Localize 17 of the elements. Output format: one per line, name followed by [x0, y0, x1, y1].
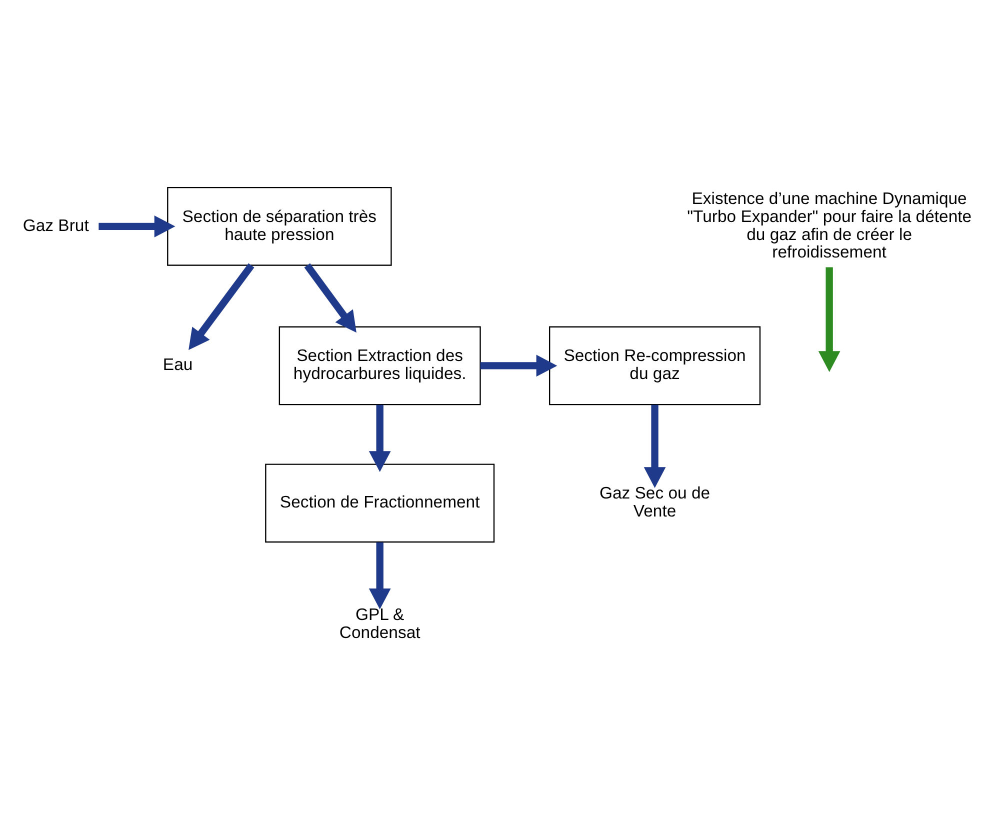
arrow [368, 542, 391, 609]
node-box: Section Extraction des hydrocarbures liquides. [278, 326, 481, 405]
arrow [644, 404, 666, 488]
arrow [98, 214, 176, 237]
node-box: Section de séparation très haute pression [167, 186, 392, 266]
arrow [480, 354, 558, 376]
node-text: GPL & Condensat [339, 604, 420, 642]
arrow [188, 262, 254, 350]
node-text: Gaz Brut [22, 215, 89, 234]
node-text: Gaz Sec ou de Vente [599, 483, 710, 520]
node-text: Eau [162, 354, 193, 374]
node-text: Existence d’une machine Dynamique "Turbo Expander" pour faire la détente du gaz afin de créer le refroidissement [687, 188, 972, 262]
node-box: Section de Fractionnement [265, 463, 495, 542]
arrow [818, 266, 840, 372]
arrow [304, 262, 356, 332]
node-box: Section Re-compression du gaz [549, 326, 761, 405]
arrow [368, 404, 391, 472]
